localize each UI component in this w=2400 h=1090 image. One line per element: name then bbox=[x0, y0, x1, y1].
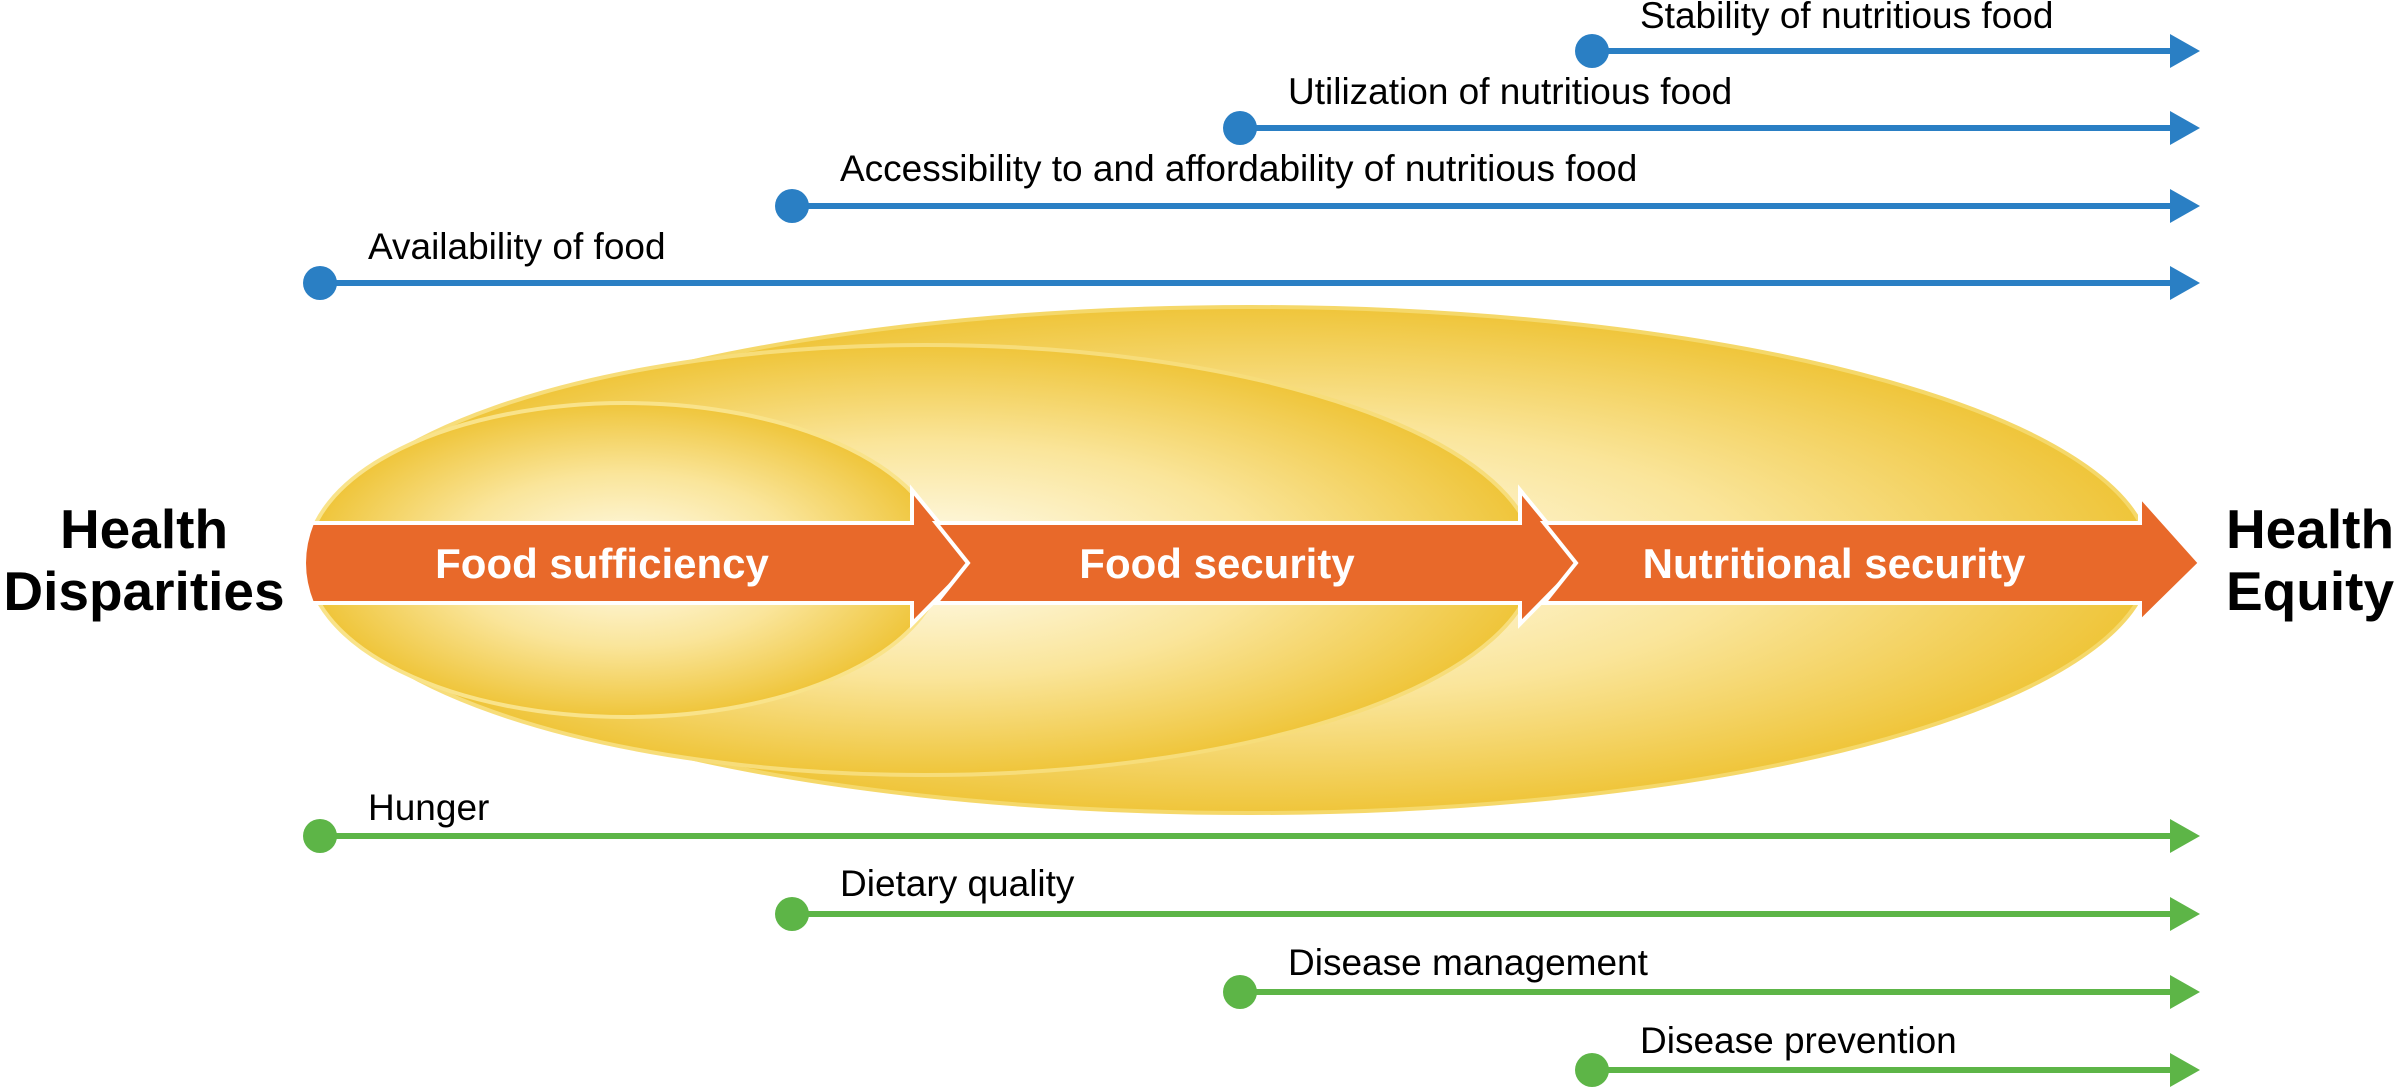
blue-timeline-utilization: Utilization of nutritious food bbox=[1223, 71, 2200, 145]
timeline-label-utilization: Utilization of nutritious food bbox=[1288, 71, 1732, 112]
start-label-line-2: Disparities bbox=[3, 560, 284, 622]
timeline-label-disease-management: Disease management bbox=[1288, 942, 1649, 983]
timeline-label-disease-prevention: Disease prevention bbox=[1640, 1020, 1957, 1061]
timeline-start-dot bbox=[303, 819, 337, 853]
timeline-start-dot bbox=[1575, 1053, 1609, 1087]
stage-label-food-security: Food security bbox=[1079, 540, 1355, 587]
green-timelines: Hunger Dietary quality Disease managemen… bbox=[303, 787, 2200, 1087]
blue-timeline-availability: Availability of food bbox=[303, 226, 2200, 300]
stage-arrow-nutritional-security bbox=[1539, 490, 2203, 627]
blue-timelines: Stability of nutritious food Utilization… bbox=[303, 0, 2200, 300]
end-label-line-2: Equity bbox=[2226, 560, 2394, 622]
timeline-start-dot bbox=[775, 897, 809, 931]
timeline-label-accessibility: Accessibility to and affordability of nu… bbox=[840, 148, 1637, 189]
timeline-label-hunger: Hunger bbox=[368, 787, 489, 828]
green-timeline-dietary-quality: Dietary quality bbox=[775, 863, 2200, 931]
timeline-start-dot bbox=[775, 189, 809, 223]
green-timeline-disease-management: Disease management bbox=[1223, 942, 2200, 1009]
start-label: Health Disparities bbox=[3, 498, 284, 622]
green-timeline-disease-prevention: Disease prevention bbox=[1575, 1020, 2200, 1087]
green-timeline-hunger: Hunger bbox=[303, 787, 2200, 853]
start-label-line-1: Health bbox=[60, 498, 228, 560]
end-label-line-1: Health bbox=[2226, 498, 2394, 560]
timeline-start-dot bbox=[1575, 34, 1609, 68]
timeline-start-dot bbox=[1223, 111, 1257, 145]
timeline-start-dot bbox=[303, 266, 337, 300]
blue-timeline-accessibility: Accessibility to and affordability of nu… bbox=[775, 148, 2200, 223]
blue-timeline-stability: Stability of nutritious food bbox=[1575, 0, 2200, 68]
end-label: Health Equity bbox=[2226, 498, 2394, 622]
stage-label-food-sufficiency: Food sufficiency bbox=[435, 540, 769, 587]
timeline-label-dietary-quality: Dietary quality bbox=[840, 863, 1075, 904]
timeline-start-dot bbox=[1223, 975, 1257, 1009]
timeline-label-availability: Availability of food bbox=[368, 226, 666, 267]
timeline-label-stability: Stability of nutritious food bbox=[1640, 0, 2053, 36]
stage-arrow-food-security bbox=[931, 484, 1583, 629]
stage-arrows: Food sufficiency Food security Nutrition… bbox=[302, 484, 2203, 629]
stage-label-nutritional-security: Nutritional security bbox=[1643, 540, 2026, 587]
